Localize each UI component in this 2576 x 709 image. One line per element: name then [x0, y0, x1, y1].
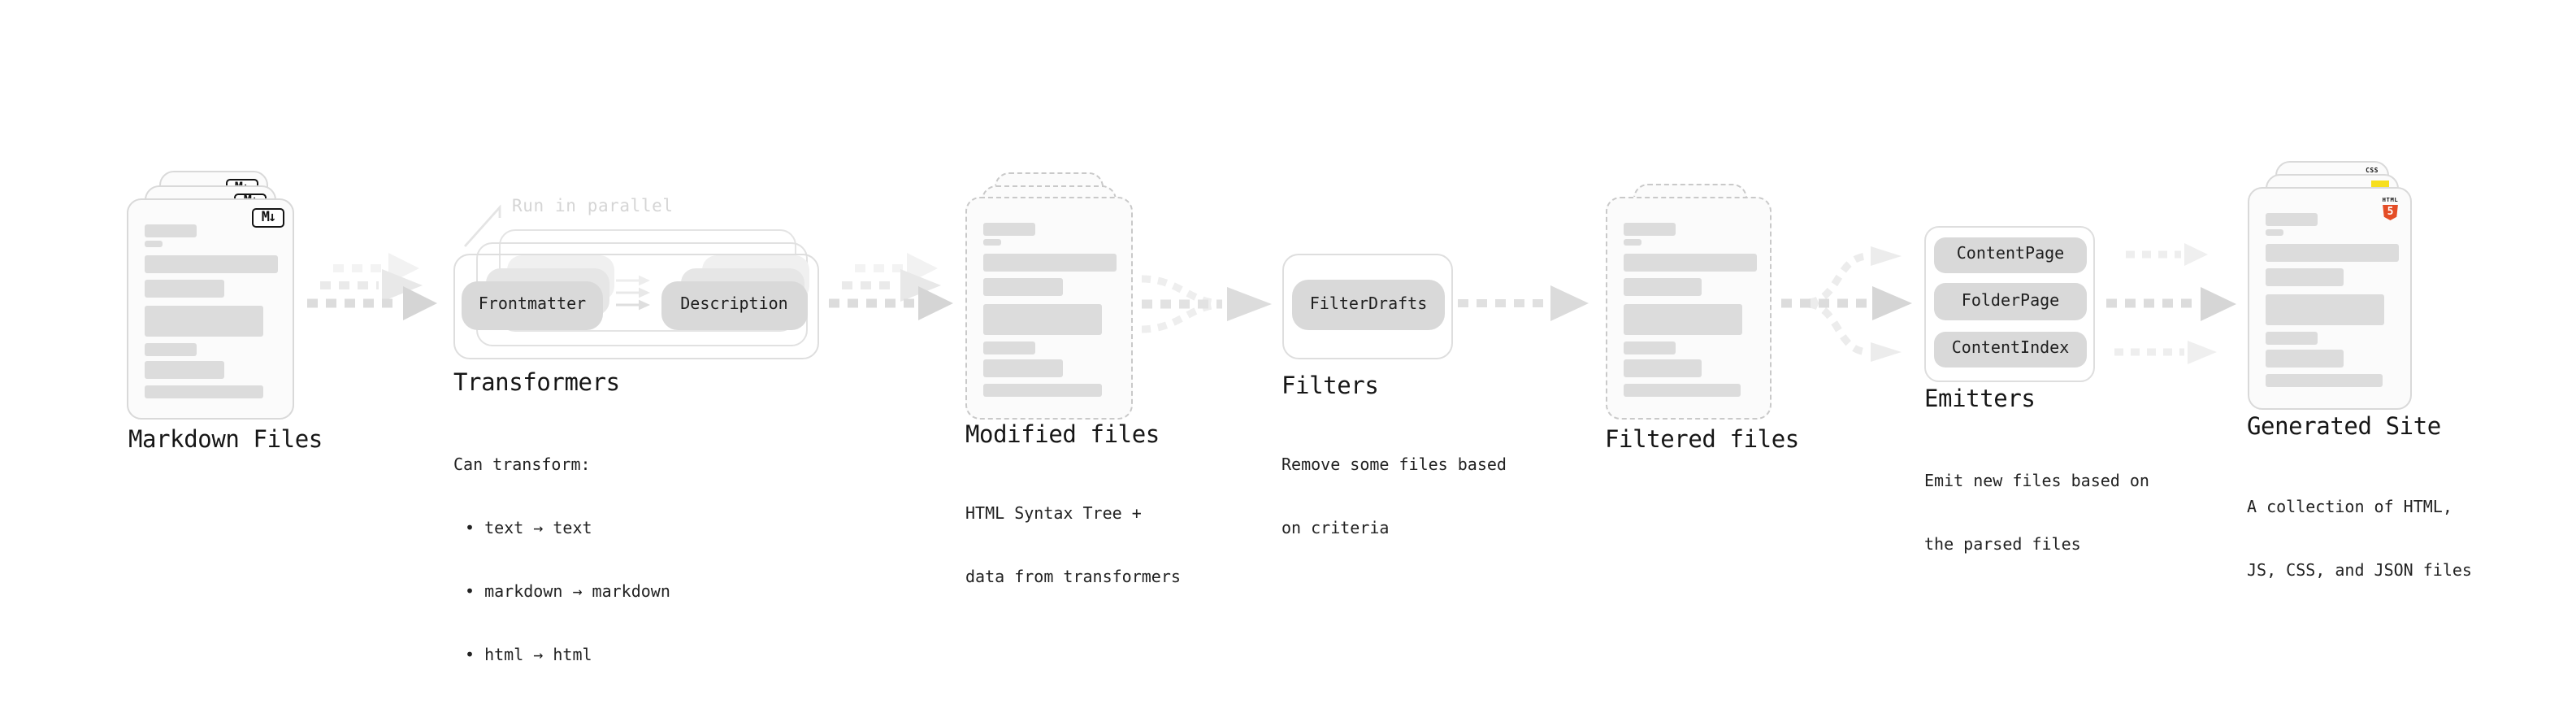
folderpage-pill: FolderPage	[1934, 283, 2087, 320]
arrow-markdown-to-transformers	[307, 253, 437, 320]
placeholder-text-bar	[983, 384, 1101, 396]
placeholder-text-bar	[983, 254, 1117, 272]
contentindex-pill: ContentIndex	[1934, 331, 2087, 367]
emitters-label: Emitters	[1924, 387, 2036, 413]
placeholder-text-bar	[1623, 222, 1675, 235]
placeholder-text-bar	[145, 279, 223, 298]
frontmatter-pill: Frontmatter	[462, 281, 603, 329]
generated-file-card-front: HTML 5	[2247, 187, 2411, 409]
arrow-filtered-to-emitters	[1781, 246, 1912, 362]
generated-site-note: A collection of HTML, JS, CSS, and JSON …	[2247, 455, 2472, 624]
placeholder-text-bar	[145, 224, 197, 237]
flow-arrows	[307, 204, 2236, 364]
modified-files-note: HTML Syntax Tree + data from transformer…	[965, 462, 1181, 631]
markdown-file-card-front: M↓	[127, 198, 294, 420]
modified-files-note-line: data from transformers	[965, 569, 1181, 587]
html5-icon-label: HTML	[2382, 196, 2399, 202]
placeholder-text-bar	[1623, 239, 1641, 245]
contentpage-pill: ContentPage	[1934, 237, 2087, 272]
filters-note-line: on criteria	[1281, 520, 1390, 538]
emitters-note-line: Emit new files based on	[1924, 473, 2149, 491]
placeholder-text-bar	[145, 342, 197, 356]
placeholder-text-bar	[2265, 212, 2317, 225]
placeholder-text-bar	[1623, 384, 1741, 396]
filters-note: Remove some files based on criteria	[1281, 413, 1507, 582]
filters-note-line: Remove some files based	[1281, 457, 1507, 475]
run-in-parallel-leader-line	[463, 204, 501, 247]
placeholder-text-bar	[145, 306, 263, 337]
modified-files-label: Modified files	[965, 423, 1160, 449]
transformers-note: Can transform: • text → text • markdown …	[453, 413, 670, 709]
placeholder-text-bar	[983, 304, 1102, 335]
placeholder-text-bar	[1623, 341, 1675, 354]
filtered-files-label: Filtered files	[1605, 428, 1799, 454]
placeholder-text-bar	[1623, 304, 1741, 335]
transformers-label: Transformers	[453, 371, 620, 397]
placeholder-text-bar	[2265, 350, 2344, 368]
html5-icon-shield: 5	[2383, 204, 2398, 220]
modified-files-note-line: HTML Syntax Tree +	[965, 506, 1142, 524]
pipeline-diagram: M↓ M↓ M↓ Markdown Files Frontmatter Desc…	[127, 161, 2472, 665]
placeholder-text-bar	[2265, 244, 2398, 262]
modified-file-card-front	[965, 197, 1132, 419]
emitters-note-line: the parsed files	[1924, 537, 2081, 555]
filters-box	[1281, 254, 1453, 359]
filtered-file-card-front	[1605, 197, 1772, 419]
filterdrafts-pill: FilterDrafts	[1292, 279, 1445, 329]
placeholder-text-bar	[2265, 374, 2383, 386]
transformers-bullet: • markdown → markdown	[465, 584, 670, 602]
arrow-transformers-to-modified	[829, 253, 953, 320]
generated-site-label: Generated Site	[2247, 415, 2441, 441]
transformers-bullet: • html → html	[465, 647, 592, 665]
markdown-icon: M↓	[252, 208, 284, 227]
placeholder-text-bar	[1623, 359, 1702, 377]
generated-site-note-line: A collection of HTML,	[2247, 499, 2452, 517]
emitters-box	[1924, 226, 2095, 382]
placeholder-text-bar	[2265, 331, 2317, 345]
markdown-files-label: Markdown Files	[128, 428, 323, 454]
css-icon-label: CSS	[2366, 166, 2379, 174]
placeholder-text-bar	[145, 241, 163, 246]
filters-label: Filters	[1281, 374, 1379, 400]
description-pill: Description	[661, 281, 808, 329]
placeholder-text-bar	[983, 222, 1035, 235]
emitters-note: Emit new files based on the parsed files	[1924, 429, 2149, 598]
html5-icon: HTML 5	[2382, 196, 2399, 220]
transformer-layer-box-front	[453, 254, 819, 359]
placeholder-text-bar	[983, 359, 1062, 377]
arrow-filters-to-filtered	[1458, 285, 1589, 321]
transformer-parallel-arrows	[616, 275, 650, 311]
transformers-note-title: Can transform:	[453, 457, 591, 475]
placeholder-text-bar	[145, 361, 223, 379]
run-in-parallel-note: Run in parallel	[512, 197, 674, 216]
placeholder-text-bar	[983, 239, 1001, 245]
transformers-bullet: • text → text	[465, 520, 592, 538]
placeholder-text-bar	[983, 277, 1062, 296]
arrow-emitters-to-generated	[2106, 243, 2236, 364]
arrow-modified-to-filters	[1141, 275, 1272, 333]
placeholder-text-bar	[145, 255, 278, 273]
placeholder-text-bar	[2265, 229, 2283, 235]
placeholder-text-bar	[1623, 254, 1756, 272]
placeholder-text-bar	[1623, 277, 1702, 296]
placeholder-text-bar	[145, 385, 262, 398]
generated-site-note-line: JS, CSS, and JSON files	[2247, 563, 2472, 581]
placeholder-text-bar	[983, 341, 1035, 354]
placeholder-text-bar	[2265, 294, 2383, 325]
placeholder-text-bar	[2265, 268, 2344, 286]
